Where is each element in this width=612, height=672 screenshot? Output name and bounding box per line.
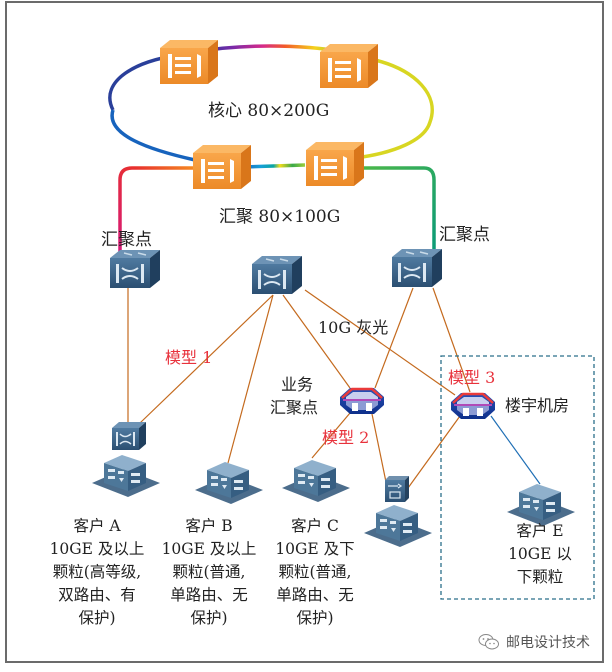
core-ring-arc-right [354, 58, 434, 160]
customer-e-label: 客户 E 10GE 以 下颗粒 [490, 520, 590, 589]
cpe-device[interactable] [384, 475, 410, 503]
service-agg-label-line2: 汇聚点 [270, 398, 318, 417]
link-building-to-custE [490, 415, 541, 485]
model-1-label: 模型 1 [165, 348, 212, 367]
agg-switch-middle[interactable] [251, 255, 303, 295]
link-aggmid-to-accessA [139, 294, 274, 424]
building-customer-c [282, 460, 350, 502]
core-ring-arc-left-bottom [110, 109, 196, 162]
diagram-frame [5, 1, 604, 663]
customer-b-line: 颗粒(普通, [172, 563, 246, 581]
customer-c-line: 颗粒(普通, [278, 563, 352, 581]
link-building-to-cpe [407, 415, 461, 489]
agg-ring-riser-right [358, 166, 436, 254]
core-router-top-left[interactable] [160, 40, 218, 84]
model-2-label: 模型 2 [322, 428, 369, 447]
customer-e-name: 客户 E [516, 522, 564, 540]
core-router-bottom-right[interactable] [306, 142, 364, 186]
customer-a-line: 10GE 及以上 [49, 540, 145, 558]
customer-b-line: 10GE 及以上 [161, 540, 257, 558]
building-customer-a [92, 455, 160, 497]
customer-a-name: 客户 A [73, 517, 121, 535]
link-aggmid-to-serviceagg [282, 294, 351, 389]
core-ring-arc-bottom [241, 163, 306, 169]
customer-c-line: 10GE 及下 [275, 540, 355, 558]
agg-switch-right[interactable] [391, 248, 443, 288]
customer-c-line: 单路由、无 [276, 586, 354, 604]
building-customer-b [195, 462, 263, 504]
customer-b-label: 客户 B 10GE 及以上 颗粒(普通, 单路由、无 保护) [144, 515, 274, 630]
agg-ring-label: 汇聚 80×100G [219, 207, 340, 227]
fiber-links [127, 287, 471, 489]
customer-b-line: 保护) [190, 609, 228, 627]
customer-b-name: 客户 B [185, 517, 233, 535]
link-aggmid-to-building [304, 289, 456, 396]
core-ring-label: 核心 80×200G [208, 101, 329, 121]
model-3-label: 模型 3 [448, 368, 495, 387]
customer-e-line: 10GE 以 [508, 545, 572, 563]
link-serviceagg-to-cpe [371, 413, 387, 483]
customer-a-label: 客户 A 10GE 及以上 颗粒(高等级, 双路由、有 保护) [22, 515, 172, 630]
customer-c-name: 客户 C [291, 517, 339, 535]
agg-point-right-label: 汇聚点 [439, 225, 490, 245]
building-room-label: 楼宇机房 [505, 396, 569, 415]
customer-a-line: 双路由、有 [58, 586, 136, 604]
building-room-boundary [440, 355, 595, 600]
customer-c-line: 保护) [296, 609, 334, 627]
link-aggright-to-serviceagg [374, 287, 414, 389]
link-aggright-to-building [432, 287, 471, 393]
core-router-bottom-left[interactable] [193, 145, 251, 189]
gray-light-label: 10G 灰光 [318, 318, 388, 337]
watermark: 邮电设计技术 [478, 632, 590, 652]
link-aggmid-to-custB [227, 294, 274, 464]
watermark-text: 邮电设计技术 [506, 635, 590, 651]
customer-a-line: 保护) [78, 609, 116, 627]
customer-b-line: 单路由、无 [170, 586, 248, 604]
link-serviceagg-to-custC [311, 412, 351, 459]
building-room-ring-node[interactable] [449, 391, 497, 421]
access-switch-customer-a[interactable] [111, 421, 147, 451]
core-router-top-right[interactable] [320, 44, 378, 88]
customer-a-line: 颗粒(高等级, [52, 563, 142, 581]
agg-switch-left[interactable] [109, 249, 161, 289]
service-agg-label-line1: 业务 [281, 375, 313, 394]
wechat-icon [478, 634, 499, 650]
customer-e-line: 下颗粒 [516, 568, 564, 586]
agg-point-left-label: 汇聚点 [101, 230, 152, 250]
customer-c-label: 客户 C 10GE 及下 颗粒(普通, 单路由、无 保护) [250, 515, 380, 630]
agg-ring-riser-left [118, 166, 195, 254]
service-agg-ring-node[interactable] [338, 386, 386, 416]
